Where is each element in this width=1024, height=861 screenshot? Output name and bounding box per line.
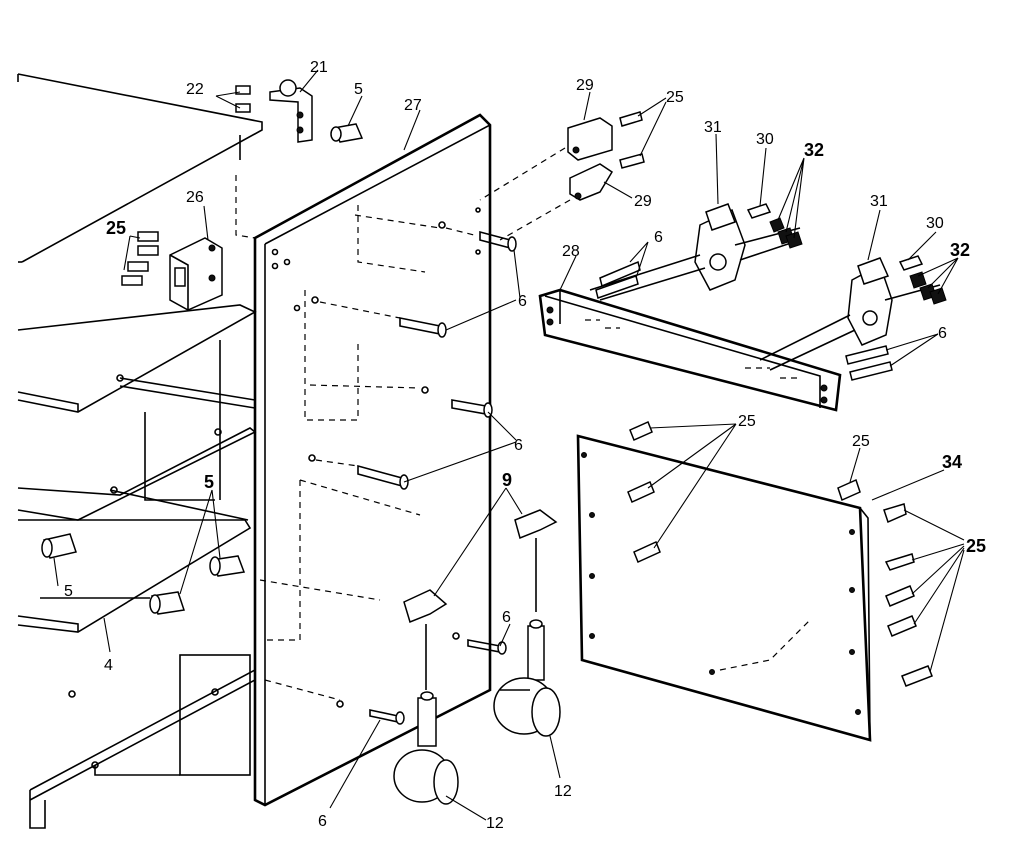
bolt xyxy=(308,454,409,490)
label-34: 34 xyxy=(942,452,962,472)
label-25: 25 xyxy=(738,413,756,430)
latch-31-lower xyxy=(759,257,941,371)
label-25: 25 xyxy=(666,89,684,106)
spacer-5-low xyxy=(149,591,185,615)
side-panel-27 xyxy=(235,113,492,807)
bolt xyxy=(438,221,517,252)
label-27: 27 xyxy=(404,97,422,114)
bracket-9-upper xyxy=(514,509,558,612)
label-32: 32 xyxy=(950,240,970,260)
caster-12-right xyxy=(493,619,561,737)
label-5: 5 xyxy=(64,583,73,600)
label-21: 21 xyxy=(310,59,328,76)
latch-31-upper xyxy=(589,203,801,301)
spacer-5-mid xyxy=(209,555,246,577)
nut-group-32-upper xyxy=(769,217,803,249)
label-6: 6 xyxy=(938,325,947,342)
label-31: 31 xyxy=(870,193,888,210)
leader-lines xyxy=(53,69,965,821)
label-32: 32 xyxy=(804,140,824,160)
label-5: 5 xyxy=(354,81,363,98)
screw-25-upper xyxy=(619,111,645,169)
label-6: 6 xyxy=(318,813,327,830)
bolt xyxy=(421,386,493,418)
label-6: 6 xyxy=(514,437,523,454)
label-22: 22 xyxy=(186,81,204,98)
screw-30-lower xyxy=(898,255,924,271)
hinge-29-upper xyxy=(479,117,613,201)
bracket-26 xyxy=(121,231,223,311)
label-29: 29 xyxy=(634,193,652,210)
hinge-29-lower xyxy=(499,163,614,241)
bolt xyxy=(336,700,405,725)
label-25: 25 xyxy=(852,433,870,450)
label-9: 9 xyxy=(502,470,512,490)
nut-group-32-lower xyxy=(909,271,947,305)
label-30: 30 xyxy=(756,131,774,148)
bracket-9-lower xyxy=(403,589,448,690)
label-12: 12 xyxy=(554,783,572,800)
label-12: 12 xyxy=(486,815,504,832)
bolt xyxy=(452,632,507,655)
screw-group-25-back xyxy=(627,420,933,687)
bolt-group-6 xyxy=(308,221,517,725)
back-panel-34 xyxy=(576,434,872,742)
label-6: 6 xyxy=(518,293,527,310)
label-25: 25 xyxy=(966,536,986,556)
spacer-5 xyxy=(330,123,364,143)
label-26: 26 xyxy=(186,189,204,206)
label-30: 30 xyxy=(926,215,944,232)
cabinet-frame xyxy=(17,73,263,829)
label-25: 25 xyxy=(106,218,126,238)
bracket-21 xyxy=(235,79,313,143)
label-6: 6 xyxy=(654,229,663,246)
label-6: 6 xyxy=(502,609,511,626)
caster-12-left xyxy=(393,691,459,805)
label-28: 28 xyxy=(562,243,580,260)
bolt-group-6-right xyxy=(595,260,893,381)
bolt xyxy=(311,296,447,338)
label-31: 31 xyxy=(704,119,722,136)
spacer-5-left xyxy=(41,533,77,559)
part-labels: 22 21 5 27 29 25 31 30 32 26 25 29 31 30… xyxy=(64,59,986,832)
label-29: 29 xyxy=(576,77,594,94)
rail-28 xyxy=(538,288,842,412)
label-5: 5 xyxy=(204,472,214,492)
label-4: 4 xyxy=(104,657,113,674)
screw-30-upper xyxy=(746,203,772,219)
